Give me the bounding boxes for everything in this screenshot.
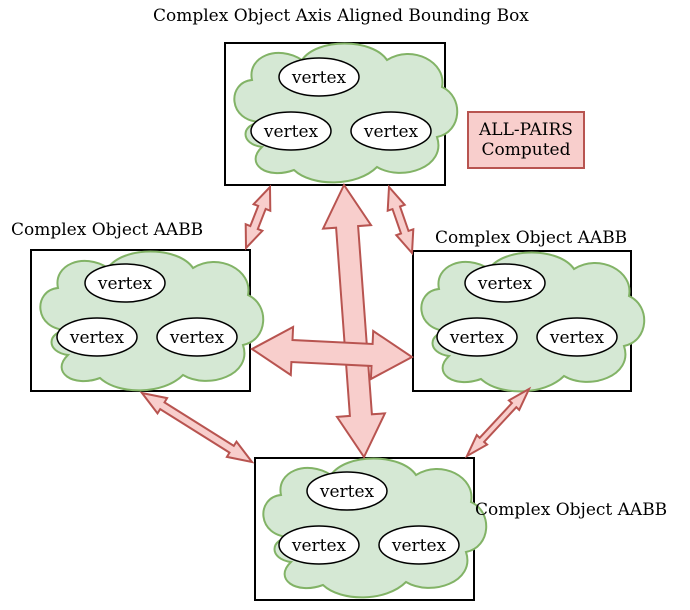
vertex-node: vertex — [84, 263, 166, 303]
arrow-top-right — [386, 184, 415, 256]
vertex-label: vertex — [97, 274, 153, 294]
vertex-node: vertex — [278, 525, 360, 565]
arrow-left-right — [250, 325, 414, 381]
vertex-label: vertex — [319, 482, 375, 502]
vertex-label: vertex — [449, 328, 505, 348]
arrows-layer — [139, 182, 532, 464]
aabb-label-left: Complex Object AABB — [11, 220, 204, 240]
vertex-node: vertex — [464, 263, 546, 303]
vertex-node: vertex — [536, 317, 618, 357]
vertex-label: vertex — [69, 328, 125, 348]
arrow-top-bottom — [321, 182, 387, 460]
vertex-label: vertex — [169, 328, 225, 348]
aabb-label-bottom: Complex Object AABB — [475, 500, 668, 520]
note-line-2: Computed — [481, 140, 571, 160]
vertex-label: vertex — [263, 122, 319, 142]
vertex-label: vertex — [363, 122, 419, 142]
vertex-node: vertex — [350, 111, 432, 151]
vertex-label: vertex — [391, 536, 447, 556]
vertex-label: vertex — [291, 68, 347, 88]
vertex-node: vertex — [278, 57, 360, 97]
arrow-left-bottom — [139, 391, 255, 464]
vertex-node: vertex — [56, 317, 138, 357]
diagram-title: Complex Object Axis Aligned Bounding Box — [153, 6, 529, 26]
aabb-label-right: Complex Object AABB — [435, 228, 628, 248]
vertex-node: vertex — [250, 111, 332, 151]
vertex-node: vertex — [436, 317, 518, 357]
vertex-label: vertex — [477, 274, 533, 294]
vertex-node: vertex — [378, 525, 460, 565]
all-pairs-note: ALL-PAIRS Computed — [467, 111, 585, 169]
arrow-top-left — [244, 184, 272, 251]
vertex-label: vertex — [549, 328, 605, 348]
arrow-right-bottom — [464, 386, 532, 459]
vertex-node: vertex — [306, 471, 388, 511]
note-line-1: ALL-PAIRS — [479, 120, 573, 140]
vertex-label: vertex — [291, 536, 347, 556]
vertex-node: vertex — [156, 317, 238, 357]
